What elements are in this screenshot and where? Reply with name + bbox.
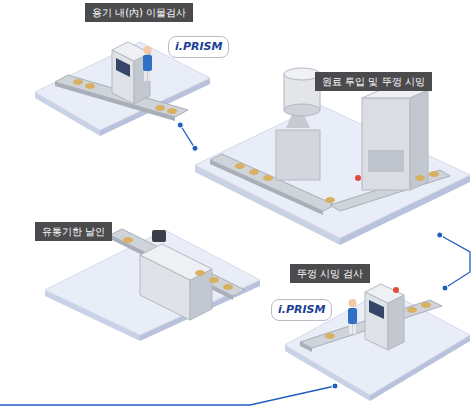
date-printer [110, 229, 245, 320]
seam-inspection-machine [421, 302, 431, 308]
filling-seaming-machine [263, 175, 273, 181]
flow-connector [180, 125, 195, 148]
logo-bubble: i.PRISM [271, 299, 332, 321]
station-area: 원료 투입 및 뚜껑 시밍 [195, 65, 470, 235]
inspection-machine [143, 55, 152, 71]
filling-seaming-machine [235, 163, 245, 169]
station-area: 뚜껑 시밍 검사 [280, 260, 445, 400]
date-printer [123, 237, 133, 243]
date-printer [195, 270, 205, 276]
date-printer [209, 277, 219, 283]
logo-bubble: i.PRISM [168, 36, 229, 58]
seam-inspection-machine [353, 324, 356, 334]
date-printer [223, 284, 233, 290]
flow-line [332, 383, 338, 389]
filling-seaming-machine [362, 98, 410, 190]
station-label: 뚜껑 시밍 검사 [290, 264, 370, 283]
filling-seaming-machine [429, 171, 439, 177]
connector-group [177, 122, 198, 151]
date-printer [140, 244, 212, 280]
inspection-machine [155, 105, 165, 111]
inspection-machine [148, 71, 151, 81]
station-label: 용기 내(內) 이물검사 [85, 3, 193, 22]
station-area: 용기 내(內) 이물검사 [35, 0, 210, 125]
flow-line [0, 386, 335, 405]
station-area: 유통기한 날인 [30, 215, 260, 330]
platform [195, 105, 470, 245]
connector-dot [437, 232, 443, 238]
platform [195, 105, 470, 238]
station-label: 유통기한 날인 [35, 222, 112, 241]
flow-connector [440, 235, 470, 288]
filling-seaming-machine [410, 90, 428, 190]
platform [45, 230, 260, 335]
date-printer [152, 230, 166, 242]
seam-inspection-machine [349, 299, 357, 307]
seam-inspection-machine [325, 333, 335, 339]
connector-dot [442, 285, 448, 291]
filling-seaming-machine [325, 197, 335, 203]
inspection-machine [144, 71, 147, 81]
seam-inspection-machine [388, 295, 404, 350]
inspection-machine [116, 58, 130, 77]
seam-inspection-machine [369, 300, 384, 319]
seam-inspection-machine [349, 324, 352, 334]
station-label: 원료 투입 및 뚜껑 시밍 [315, 72, 432, 91]
seam-inspection-machine [393, 287, 399, 293]
platform [45, 230, 260, 341]
inspection-machine [73, 79, 83, 85]
seam-inspection-machine [348, 308, 357, 324]
filling-seaming-machine [210, 68, 450, 215]
seam-inspection-machine [365, 284, 404, 303]
filling-seaming-machine [355, 175, 361, 181]
filling-seaming-machine [276, 130, 320, 180]
flow-line [0, 383, 338, 405]
connector-dot [192, 145, 198, 151]
filling-seaming-machine [368, 150, 404, 172]
inspection-machine [167, 108, 177, 114]
connector-group [437, 232, 470, 291]
seam-inspection-machine [407, 307, 417, 313]
connector-dot [177, 122, 183, 128]
inspection-machine [85, 83, 95, 89]
inspection-machine [144, 46, 152, 54]
filling-seaming-machine [415, 175, 425, 181]
filling-seaming-machine [249, 169, 259, 175]
seam-inspection-machine [300, 342, 312, 352]
filling-seaming-machine [284, 104, 320, 116]
